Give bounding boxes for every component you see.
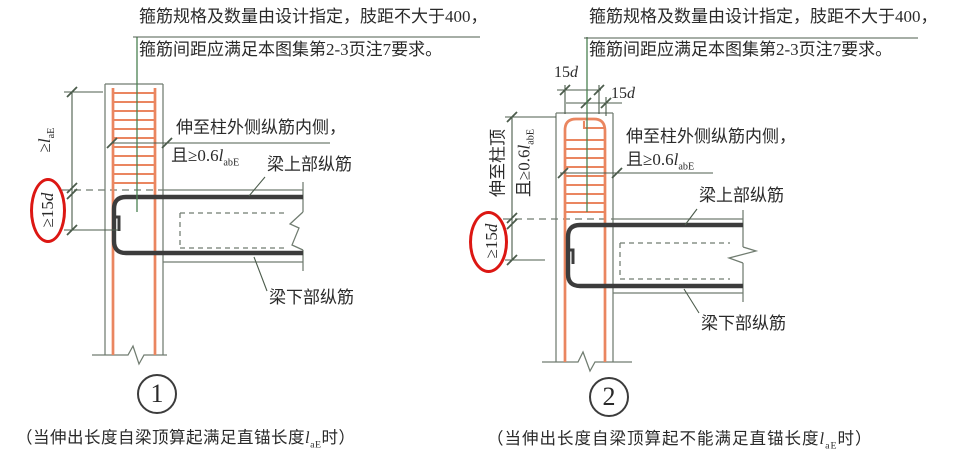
column-bars-with-top-hooks xyxy=(563,117,607,362)
dim-tick xyxy=(506,111,518,123)
rebar-sub-abE: abE xyxy=(678,161,695,173)
dim-tick xyxy=(66,86,78,98)
column-edges xyxy=(104,83,164,355)
caption-diagram1: （当伸出长度自梁顶算起满足直锚长度laE时） xyxy=(16,428,356,451)
hook-15d-label-1: 15d xyxy=(554,64,578,82)
detail-number-1: 1 xyxy=(137,374,177,414)
beam-inner-dashed xyxy=(179,212,288,249)
diagram2-beam-outline xyxy=(503,210,759,302)
diagram2-dimensions xyxy=(505,37,918,314)
rebar-var-l: l xyxy=(819,429,826,448)
beam-bars-hooked xyxy=(565,222,743,289)
dim-tick xyxy=(506,254,518,266)
label-leaders xyxy=(248,176,268,292)
rebar-var-d: d xyxy=(570,64,578,81)
anchor-label-line1-right: 伸至柱外侧纵筋内侧， xyxy=(626,127,796,146)
rebar-var-l: l xyxy=(673,150,679,169)
rebar-sub-abE: abE xyxy=(525,128,537,145)
rebar-var-l: l xyxy=(34,138,54,144)
beam-edges xyxy=(613,218,743,294)
dim-tick xyxy=(106,137,118,149)
caption-pre: （当伸出长度自梁顶算起满足直锚长度 xyxy=(16,428,305,447)
beam-bars-hooked xyxy=(111,194,303,256)
diagram2-beam-bars xyxy=(565,222,743,289)
dim-pre: ≥ xyxy=(34,143,54,153)
diagram1-column-outline xyxy=(92,83,167,366)
anchor-pre: 且≥0.6 xyxy=(171,146,219,165)
caption-post: 时） xyxy=(321,428,356,447)
beam-top-bar-label-right: 梁上部纵筋 xyxy=(699,186,784,205)
dim-tick xyxy=(66,224,78,236)
col-top-text: 伸至柱顶 xyxy=(488,129,508,197)
stirrups xyxy=(565,138,605,214)
dimension-lines xyxy=(64,91,330,231)
dim-tick xyxy=(580,97,592,109)
rebar-var-d: d xyxy=(627,85,635,102)
dim-tick xyxy=(593,84,605,96)
dim-tick xyxy=(66,188,78,200)
inner-hook xyxy=(582,121,604,130)
caption-post: 时） xyxy=(837,429,873,448)
beam-bottom-bar-label-right: 梁下部纵筋 xyxy=(701,314,786,333)
beam-top-bar-label-left: 梁上部纵筋 xyxy=(267,155,352,174)
diagram1-dimensions xyxy=(64,36,480,292)
caption-pre: （当伸出长度自梁顶算起不能满足直锚长度 xyxy=(487,429,820,448)
stirrup-note-line1-left: 箍筋规格及数量由设计指定，肢距不大于400， xyxy=(139,7,488,26)
dim-tick xyxy=(559,84,571,96)
stirrup-note-line2-right: 箍筋间距应满足本图集第2-3页注7要求。 xyxy=(589,40,893,59)
caption-diagram2: （当伸出长度自梁顶算起不能满足直锚长度laE时） xyxy=(487,429,873,452)
dim-tick xyxy=(557,167,569,179)
column-break-line xyxy=(542,350,632,373)
hook-15d-label-2: 15d xyxy=(611,85,635,103)
anchor-pre: 且≥0.6 xyxy=(626,150,674,169)
stirrups xyxy=(113,91,155,185)
dim-num: 15 xyxy=(611,85,627,102)
stirrup-note-line2-left: 箍筋间距应满足本图集第2-3页注7要求。 xyxy=(139,40,443,59)
detail-number-2: 2 xyxy=(589,377,629,417)
rebar-var-l: l xyxy=(305,428,311,447)
red-highlight-ellipse-left xyxy=(30,178,66,243)
beam-inner-dashed xyxy=(619,242,730,280)
rebar-var-l: l xyxy=(218,146,224,165)
diagram2-column-rebar xyxy=(563,117,607,362)
beam-edges xyxy=(163,189,303,263)
rebar-sub-aE: aE xyxy=(825,440,838,452)
beam-bottom-bar-label-left: 梁下部纵筋 xyxy=(269,288,354,307)
dim-tick xyxy=(611,167,623,179)
column-break-line xyxy=(92,344,167,366)
rebar-sub-abE: abE xyxy=(223,157,240,169)
label-leaders xyxy=(683,208,700,314)
dim-tick xyxy=(161,137,173,149)
dimension-lines xyxy=(505,85,713,261)
hook-end-stub xyxy=(568,248,575,264)
anchor-label-line2-left: 且≥0.6labE xyxy=(171,146,239,169)
dim-tick xyxy=(506,212,518,224)
col-top2-text: 且≥0.6labE xyxy=(509,129,536,197)
beam-break-line xyxy=(726,210,759,302)
dim-laE-text: ≥laE xyxy=(35,128,57,153)
red-highlight-ellipse-right xyxy=(469,211,508,273)
diagram1-beam-bars xyxy=(111,194,303,256)
dim-tick xyxy=(506,218,518,230)
dim-tick xyxy=(600,97,612,109)
rebar-sub-aE: aE xyxy=(46,127,58,139)
dim-num: 15 xyxy=(554,64,570,81)
stirrup-note-line1-right: 箍筋规格及数量由设计指定，肢距不大于400， xyxy=(589,7,938,26)
rebar-var-l: l xyxy=(514,144,534,150)
rebar-sub-aE: aE xyxy=(310,439,322,451)
anchor-label-line1-left: 伸至柱外侧纵筋内侧， xyxy=(176,118,346,137)
hook-end-stub xyxy=(114,215,121,231)
anchor-label-line2-right: 且≥0.6labE xyxy=(626,150,694,173)
dim-tick xyxy=(66,182,78,194)
dim-pre: 且≥0.6 xyxy=(514,149,534,198)
